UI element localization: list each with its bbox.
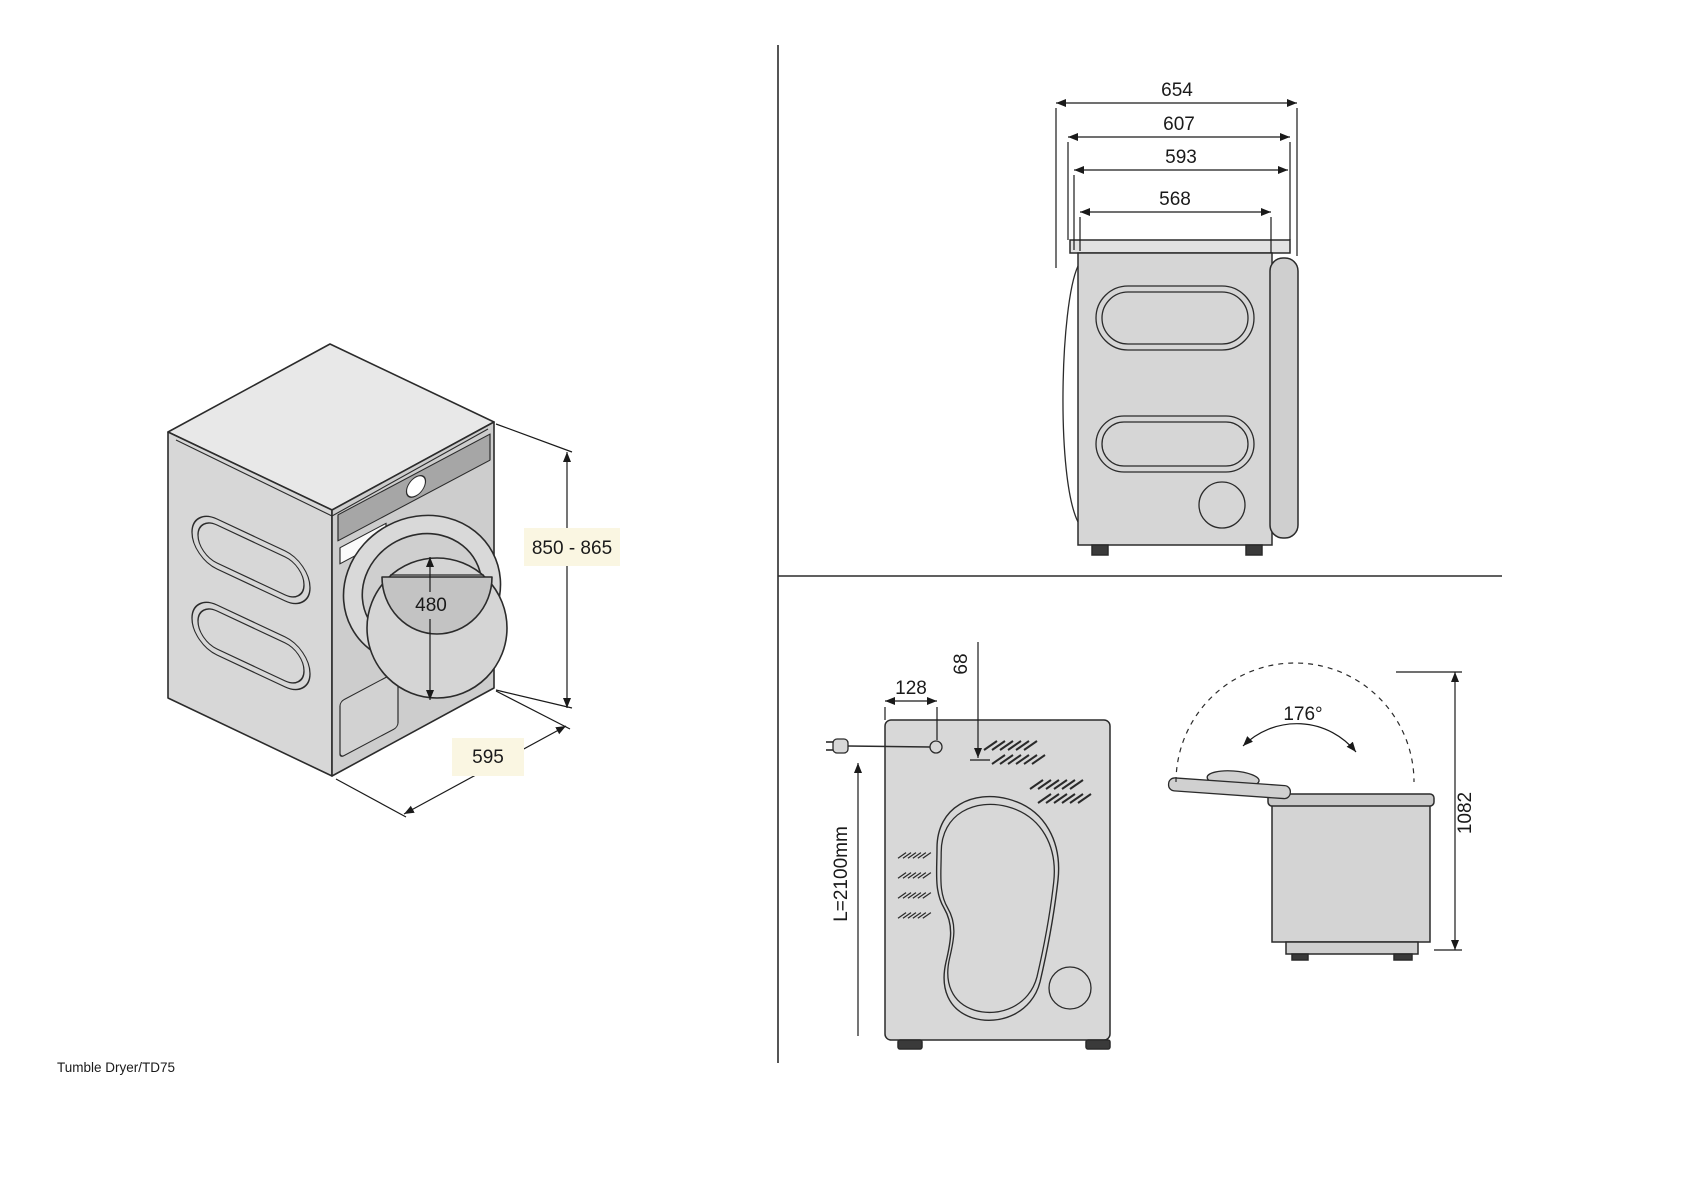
duct-outline-inner (940, 803, 1055, 1014)
lid-foot-right (1393, 953, 1413, 961)
lid-view-body (1271, 801, 1431, 943)
depth-dim4-label: 568 (1159, 189, 1191, 210)
power-cord-line (847, 745, 931, 748)
rear-foot-right (1085, 1039, 1111, 1050)
worktop-lip-line (175, 428, 489, 517)
filter-hatch (339, 671, 399, 757)
door-label-backing (407, 592, 454, 619)
side-foot-left (1091, 544, 1109, 556)
depth-dim3-label: 593 (1165, 147, 1197, 168)
lid-foot-left (1291, 953, 1309, 961)
opening-angle-label: 176° (1283, 704, 1322, 725)
rear-view (826, 719, 1111, 1050)
side-vents (191, 515, 311, 691)
depth-dim2-label: 607 (1163, 114, 1195, 135)
top-clearance-label: 68 (951, 653, 972, 674)
side-service-circle (1198, 481, 1246, 529)
cord-length-label: L=2100mm (831, 826, 852, 922)
height-label-highlight (524, 528, 620, 566)
side-view (1062, 239, 1299, 556)
rear-dimension-lines (854, 642, 990, 1036)
depth-dim1-label: 654 (1161, 80, 1193, 101)
duct-outline-outer (935, 795, 1060, 1022)
lid-open-view (1167, 662, 1435, 961)
program-knob (405, 474, 427, 498)
footer-label: Tumble Dryer/TD75 (57, 1060, 175, 1075)
power-plug-icon (826, 738, 943, 754)
door-diameter-label: 480 (415, 595, 447, 616)
width-dimension-label: 595 (472, 747, 504, 768)
lid-view-plinth (1285, 941, 1419, 955)
side-body (1077, 252, 1273, 546)
cord-grommet (929, 740, 943, 754)
lid-slab (1167, 777, 1292, 800)
side-dimension-lines (1055, 99, 1298, 268)
rear-foot-left (897, 1039, 923, 1050)
rear-service-circle (1048, 966, 1092, 1010)
open-lid (1167, 770, 1292, 800)
rear-body (884, 719, 1111, 1041)
open-height-label: 1082 (1455, 792, 1476, 834)
isometric-view (167, 343, 508, 777)
side-vent-slots (1095, 285, 1255, 473)
lid-view-rim (1267, 793, 1435, 807)
height-dimension-label: 850 - 865 (532, 538, 612, 559)
side-top-cap (1069, 239, 1291, 254)
cord-offset-label: 128 (895, 678, 927, 699)
width-label-highlight (452, 738, 524, 776)
side-door-bulge (1269, 257, 1299, 539)
lid-dimension-lines (1396, 671, 1462, 951)
side-foot-right (1245, 544, 1263, 556)
side-front-curve (1062, 265, 1079, 523)
angle-arrow-arc (1242, 723, 1357, 753)
